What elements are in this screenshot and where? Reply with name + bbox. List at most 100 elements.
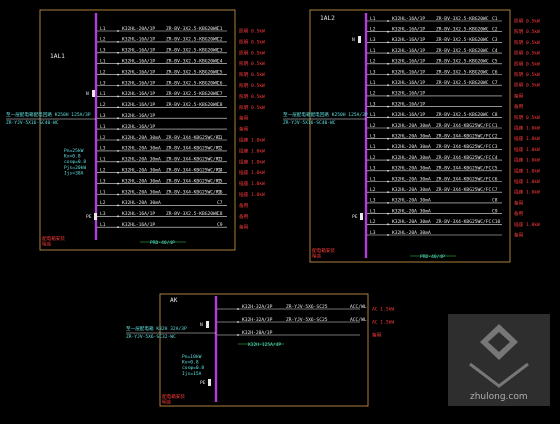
circuit-id: C3 xyxy=(492,37,498,43)
breaker-contact xyxy=(387,127,389,129)
load-label: 备用 xyxy=(239,202,249,209)
panel-1al2-incoming-label: 至一层配电箱配电回路 K250H 125A/3P xyxy=(283,111,368,118)
cable-label: ZR-YJV-5X6-SC25 xyxy=(286,304,328,310)
circuit-id: C5 xyxy=(217,69,223,75)
panel-ak-box-note: 配电箱安装 xyxy=(162,393,185,400)
load-label: 备用 xyxy=(514,92,524,99)
breaker-contact xyxy=(117,51,119,54)
breaker-contact xyxy=(387,212,389,215)
panel-1al1-pe-terminal xyxy=(94,213,97,220)
panel-ak-spd-label: K32H-125A/4P xyxy=(248,342,281,348)
load-label: 插座 1.0kW xyxy=(239,191,265,198)
breaker-contact xyxy=(387,202,389,204)
breaker-contact xyxy=(117,193,119,196)
breaker-label: K32HL-20A 30mA xyxy=(392,134,431,140)
cable-label: ZR-BV-3X4-KBG25WC/FC xyxy=(166,157,222,163)
load-label: 备用 xyxy=(514,210,524,217)
breaker-label: K32HL-16A/1P xyxy=(122,69,155,75)
phase-label: L2 xyxy=(100,168,106,174)
circuit-id: C2 xyxy=(217,146,223,152)
breaker-contact xyxy=(387,137,389,140)
circuit-id: ACC/WL xyxy=(350,304,367,310)
breaker-label: K32HL-16A/1P xyxy=(122,37,155,43)
phase-label: L1 xyxy=(370,208,376,214)
load-label: 照明 0.5kW xyxy=(514,83,540,89)
phase-label: L1 xyxy=(370,48,376,54)
circuit-id: C6 xyxy=(217,189,223,195)
phase-label: L2 xyxy=(100,69,106,75)
load-label: 照明 0.5kW xyxy=(514,19,540,25)
phase-label: L1 xyxy=(100,222,106,228)
circuit-id: C2 xyxy=(492,134,498,140)
panel-1al2-box-note: 配电箱安装 xyxy=(312,247,335,254)
phase-label: L3 xyxy=(370,69,376,75)
circuit-id: C7 xyxy=(217,91,223,97)
breaker-contact xyxy=(387,52,389,54)
cable-label: ZR-BV-3X4-KBG25WC/FC xyxy=(166,178,222,184)
cable-label: ZR-BV-3X4-KBG25WC/FC xyxy=(436,187,492,193)
panel-1al2-n-terminal xyxy=(358,36,361,43)
breaker-contact xyxy=(387,62,389,65)
cable-label: ZR-BV-3X4-KBG25WC/FC xyxy=(436,155,492,161)
breaker-contact xyxy=(387,30,389,33)
load-label: 备用 xyxy=(239,115,249,122)
load-label: 插座 1.0kW xyxy=(239,147,265,154)
circuit-id: C8 xyxy=(492,112,498,118)
panel-1al2-name: 1AL2 xyxy=(320,15,335,22)
breaker-contact xyxy=(387,223,389,226)
breaker-contact xyxy=(117,160,119,163)
cable-label: ZR-BV-3X2.5-KBG20WC xyxy=(436,27,489,33)
breaker-label: K32HL-20A 30mA xyxy=(392,123,431,129)
cable-label: ZR-BV-3X4-KBG25WC/FC xyxy=(436,166,492,172)
load-label: 照明 0.5kW xyxy=(514,40,540,46)
panel-1al1-pe-label: PE xyxy=(86,214,92,220)
phase-label: L1 xyxy=(100,124,106,130)
breaker-label: K32H-32A/3P xyxy=(242,317,273,323)
breaker-label: K32HL-16A/1P xyxy=(122,80,155,86)
cable-label: ZR-BV-3X2.5-KBG20WC xyxy=(436,37,489,43)
breaker-label: K32HL-20A 30mA xyxy=(122,189,161,195)
panel-ak-meter-label: Ijs=15A xyxy=(182,371,202,377)
breaker-label: K32HL-20A 30mA xyxy=(392,230,431,236)
circuit-id: C5 xyxy=(217,178,223,184)
load-label: AC 1.5kW xyxy=(372,307,394,313)
panel-1al1-frame xyxy=(39,9,236,251)
phase-label: L3 xyxy=(100,211,106,217)
breaker-contact xyxy=(117,171,119,174)
breaker-label: K32H-32A/3P xyxy=(242,304,273,310)
circuit-id: C2 xyxy=(217,37,223,43)
load-label: 照明 0.5kW xyxy=(239,61,265,67)
phase-label: L2 xyxy=(370,187,376,193)
circuit-id: C7 xyxy=(492,187,498,193)
panel-ak-circuit-row: K32H-32A/3P ZR-YJV-5X6-SC25 ACC/WL AC 1.5kW xyxy=(217,304,394,313)
circuit-id: C5 xyxy=(492,166,498,172)
cable-label: ZR-BV-3X4-KBG25WC/FC xyxy=(436,134,492,140)
cable-label: ZR-BV-3X4-KBG25WC/FC xyxy=(436,176,492,182)
breaker-contact xyxy=(387,41,389,44)
load-label: 插座 1.0kW xyxy=(514,157,540,164)
phase-label: L3 xyxy=(100,80,106,86)
load-label: 插座 1.0kW xyxy=(514,135,540,142)
breaker-label: K32HL-20A/1P xyxy=(122,26,155,32)
cable-label: ZR-BV-3X4-KBG25WC/FC xyxy=(166,168,222,174)
watermark-logo-icon xyxy=(480,324,518,360)
watermark: zhulong.com xyxy=(448,314,550,406)
circuit-id: C2 xyxy=(492,27,498,33)
phase-label: L2 xyxy=(100,37,106,43)
panel-ak-meter-label: Kx=0.8 xyxy=(182,360,199,366)
